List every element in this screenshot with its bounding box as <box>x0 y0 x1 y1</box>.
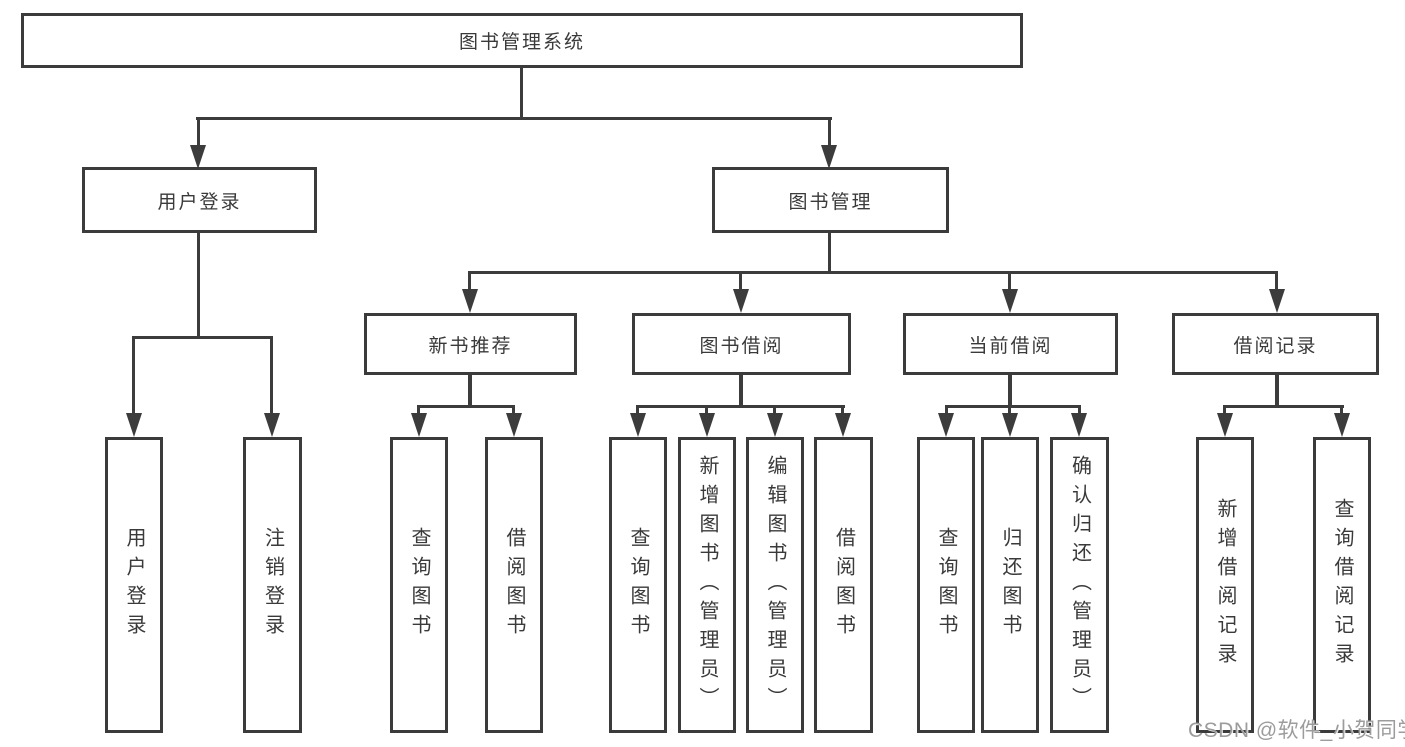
node-cb-confirm-return: 确认归还（管理员） <box>1050 437 1109 733</box>
node-user-login: 用户登录 <box>105 437 163 733</box>
node-book-borrow-label: 图书借阅 <box>699 335 784 357</box>
arrow-down-icon <box>733 289 749 313</box>
node-logout-label: 注销登录 <box>261 527 284 643</box>
node-borrow-records-label: 借阅记录 <box>1233 335 1318 357</box>
node-bb-borrow-book: 借阅图书 <box>814 437 873 733</box>
node-current-borrow: 当前借阅 <box>903 313 1118 375</box>
node-cb-return-book: 归还图书 <box>981 437 1039 733</box>
connector-line <box>132 336 135 416</box>
connector-line <box>739 374 743 408</box>
node-bb-borrow-book-label: 借阅图书 <box>832 527 855 643</box>
node-book-management: 图书管理 <box>712 167 949 233</box>
arrow-down-icon <box>264 413 280 437</box>
node-login-module: 用户登录 <box>82 167 317 233</box>
node-logout: 注销登录 <box>243 437 302 733</box>
connector-line <box>1078 405 1081 416</box>
arrow-down-icon <box>1217 413 1233 437</box>
node-borrow-records: 借阅记录 <box>1172 313 1379 375</box>
node-nb-borrow-book: 借阅图书 <box>485 437 543 733</box>
arrow-down-icon <box>1002 289 1018 313</box>
node-root: 图书管理系统 <box>21 13 1023 68</box>
arrow-down-icon <box>462 289 478 313</box>
node-bb-query-book-label: 查询图书 <box>627 527 649 643</box>
node-nb-query-book-label: 查询图书 <box>408 527 430 643</box>
connector-line <box>1275 271 1278 292</box>
connector-line <box>197 232 200 339</box>
connector-line <box>1223 405 1344 408</box>
node-br-add-record: 新增借阅记录 <box>1196 437 1254 733</box>
arrow-down-icon <box>1334 413 1350 437</box>
connector-line <box>1340 405 1343 416</box>
connector-line <box>841 405 844 416</box>
connector-line <box>520 68 523 120</box>
node-book-borrow: 图书借阅 <box>632 313 851 375</box>
arrow-down-icon <box>767 413 783 437</box>
arrow-down-icon <box>938 413 954 437</box>
connector-line <box>1008 374 1012 408</box>
connector-line <box>1008 271 1011 292</box>
connector-line <box>270 336 273 416</box>
node-bb-edit-book: 编辑图书（管理员） <box>746 437 804 733</box>
node-br-query-record: 查询借阅记录 <box>1313 437 1371 733</box>
node-root-label: 图书管理系统 <box>458 32 585 53</box>
node-new-book-recommend-label: 新书推荐 <box>428 335 513 357</box>
node-nb-query-book: 查询图书 <box>390 437 448 733</box>
connector-line <box>417 405 515 408</box>
arrow-down-icon <box>190 145 206 169</box>
arrow-down-icon <box>1269 289 1285 313</box>
node-br-query-record-label: 查询借阅记录 <box>1331 498 1353 672</box>
connector-line <box>1223 405 1226 416</box>
node-bb-add-book-label: 新增图书（管理员） <box>696 454 718 716</box>
connector-line <box>773 405 776 416</box>
watermark: CSDN @软件_小贺同学 <box>1188 719 1405 742</box>
connector-line <box>196 117 832 120</box>
connector-line <box>705 405 708 416</box>
node-cb-confirm-return-label: 确认归还（管理员） <box>1068 454 1091 716</box>
connector-line <box>739 271 742 292</box>
connector-line <box>197 117 200 148</box>
connector-line <box>828 117 831 148</box>
node-user-login-label: 用户登录 <box>123 527 145 643</box>
connector-line <box>828 232 831 274</box>
node-nb-borrow-book-label: 借阅图书 <box>503 527 525 643</box>
arrow-down-icon <box>1071 413 1087 437</box>
connector-line <box>512 405 515 416</box>
connector-line <box>1008 405 1011 416</box>
connector-line <box>468 271 1278 274</box>
connector-line <box>1275 374 1279 408</box>
connector-line <box>468 374 472 408</box>
arrow-down-icon <box>821 145 837 169</box>
arrow-down-icon <box>411 413 427 437</box>
connector-line <box>636 405 639 416</box>
arrow-down-icon <box>630 413 646 437</box>
node-bb-edit-book-label: 编辑图书（管理员） <box>764 454 786 716</box>
connector-line <box>468 271 471 292</box>
node-book-management-label: 图书管理 <box>788 191 873 213</box>
node-br-add-record-label: 新增借阅记录 <box>1214 498 1236 672</box>
node-login-module-label: 用户登录 <box>157 191 242 213</box>
node-cb-query-book-label: 查询图书 <box>935 527 957 643</box>
node-cb-query-book: 查询图书 <box>917 437 975 733</box>
node-cb-return-book-label: 归还图书 <box>999 527 1021 643</box>
arrow-down-icon <box>1002 413 1018 437</box>
arrow-down-icon <box>506 413 522 437</box>
node-current-borrow-label: 当前借阅 <box>968 335 1053 357</box>
connector-line <box>945 405 1081 408</box>
connector-line <box>132 336 273 339</box>
connector-line <box>945 405 948 416</box>
arrow-down-icon <box>699 413 715 437</box>
node-bb-add-book: 新增图书（管理员） <box>678 437 736 733</box>
arrow-down-icon <box>126 413 142 437</box>
arrow-down-icon <box>835 413 851 437</box>
node-new-book-recommend: 新书推荐 <box>364 313 577 375</box>
connector-line <box>417 405 420 416</box>
node-bb-query-book: 查询图书 <box>609 437 667 733</box>
connector-line <box>636 405 845 408</box>
